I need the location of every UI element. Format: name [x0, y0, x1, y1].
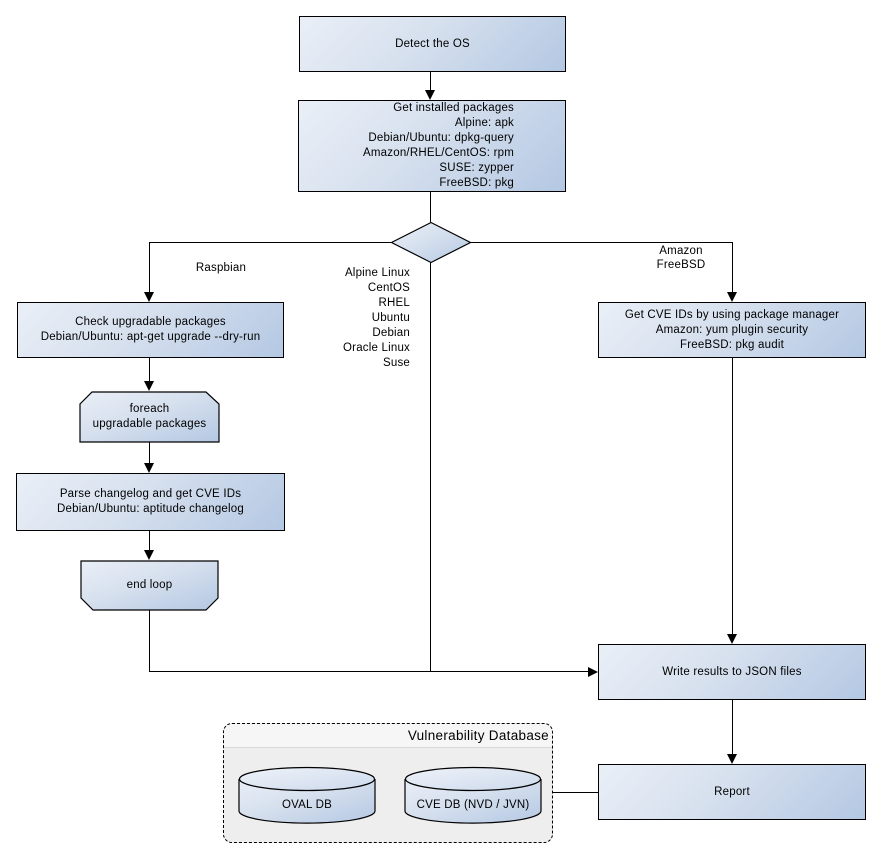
node-text: SUSE: zypper: [439, 162, 514, 174]
node-text: Write results to JSON files: [662, 665, 802, 678]
node-text: Amazon/RHEL/CentOS: rpm: [363, 147, 514, 159]
edge-label-amazon-freebsd: Amazon FreeBSD: [650, 244, 712, 272]
edge-decision-middle-down: [430, 262, 431, 672]
arrowhead-into-write-results-top: [727, 634, 737, 644]
edge-label-text: CentOS: [367, 282, 410, 294]
node-text: FreeBSD: pkg audit: [680, 338, 784, 351]
edge-label-text: Debian: [372, 327, 410, 339]
loop-end-icon: [80, 560, 219, 611]
node-text: Alpine: apk: [454, 117, 514, 129]
edge-decision-to-check-upgradable: [149, 242, 150, 292]
group-title-text: Vulnerability Database: [407, 728, 549, 743]
edge-packages-to-decision: [430, 192, 431, 222]
node-check-upgradable: Check upgradable packages Debian/Ubuntu:…: [17, 302, 284, 358]
node-report: Report: [598, 764, 866, 820]
loop-start-icon: [79, 391, 220, 443]
edge-label-text: Oracle Linux: [343, 342, 410, 354]
edge-foreach-to-parse: [149, 442, 150, 463]
edge-endloop-down: [149, 610, 150, 672]
node-parse-changelog: Parse changelog and get CVE IDs Debian/U…: [16, 473, 285, 531]
edge-write-results-to-report: [732, 700, 733, 754]
node-get-installed-packages: Get installed packages Alpine: apk Debia…: [298, 100, 566, 192]
edge-merge-to-write-results: [150, 671, 588, 672]
cylinder-label: OVAL DB: [282, 799, 332, 811]
arrowhead-into-parse: [144, 463, 154, 473]
node-os-decision-diamond: [390, 221, 472, 264]
arrowhead-into-report: [727, 754, 737, 764]
database-cylinder-icon: [238, 766, 376, 824]
node-write-results: Write results to JSON files: [598, 644, 866, 700]
node-text: Detect the OS: [395, 37, 470, 50]
node-text: Debian/Ubuntu: apt-get upgrade --dry-run: [40, 331, 261, 343]
database-cylinder-icon: [404, 766, 542, 824]
edge-label-text: Amazon: [659, 245, 703, 257]
edge-detect-to-packages: [430, 72, 431, 92]
node-text: Report: [714, 785, 750, 798]
cve-db-cylinder: CVE DB (NVD / JVN): [404, 766, 542, 824]
oval-db-cylinder: OVAL DB: [238, 766, 376, 824]
edge-check-to-foreach: [149, 358, 150, 381]
node-get-cve-ids: Get CVE IDs by using package manager Ama…: [598, 302, 866, 358]
arrowhead-into-foreach: [144, 381, 154, 391]
node-text: end loop: [126, 579, 173, 591]
edge-label-text: Ubuntu: [371, 312, 410, 324]
vulnerability-database-group: Vulnerability Database OVAL DB CVE DB (N…: [223, 723, 553, 843]
edge-label-text: Alpine Linux: [344, 267, 410, 279]
node-text: Debian/Ubuntu: dpkg-query: [368, 132, 514, 144]
arrowhead-into-packages: [425, 90, 435, 100]
node-text: Debian/Ubuntu: aptitude changelog: [57, 503, 244, 515]
node-text: Amazon: yum plugin security: [655, 323, 809, 336]
node-text: upgradable packages: [92, 418, 207, 430]
node-text: Get CVE IDs by using package manager: [624, 308, 840, 321]
node-text: foreach: [129, 403, 170, 415]
node-foreach-loop: foreach upgradable packages: [79, 391, 220, 443]
node-end-loop: end loop: [80, 560, 219, 611]
node-label: foreach upgradable packages: [79, 391, 220, 443]
cylinder-label: CVE DB (NVD / JVN): [416, 799, 530, 811]
node-detect-os: Detect the OS: [299, 16, 566, 72]
edge-label-text: Suse: [382, 357, 410, 369]
edge-decision-to-get-cve: [732, 242, 733, 292]
node-text: Check upgradable packages: [75, 316, 226, 328]
diamond-icon: [390, 221, 472, 264]
edge-getcve-to-write-results: [732, 358, 733, 634]
node-label: end loop: [80, 560, 219, 611]
edge-label-text: Raspbian: [195, 262, 247, 274]
edge-label-raspbian: Raspbian: [181, 261, 261, 276]
group-title: Vulnerability Database: [224, 724, 552, 748]
node-text: Parse changelog and get CVE IDs: [59, 488, 242, 500]
edge-parse-to-endloop: [149, 531, 150, 550]
arrowhead-into-endloop: [144, 550, 154, 560]
node-text: FreeBSD: pkg: [439, 177, 514, 189]
edge-label-text: FreeBSD: [656, 259, 706, 271]
edge-database-to-report: [553, 792, 598, 793]
arrowhead-into-check-upgradable: [144, 292, 154, 302]
arrowhead-into-get-cve: [727, 292, 737, 302]
arrowhead-into-write-results: [588, 667, 598, 677]
node-text: Get installed packages: [393, 102, 514, 114]
edge-label-os-list: Alpine Linux CentOS RHEL Ubuntu Debian O…: [320, 266, 410, 371]
edge-label-text: RHEL: [378, 297, 410, 309]
